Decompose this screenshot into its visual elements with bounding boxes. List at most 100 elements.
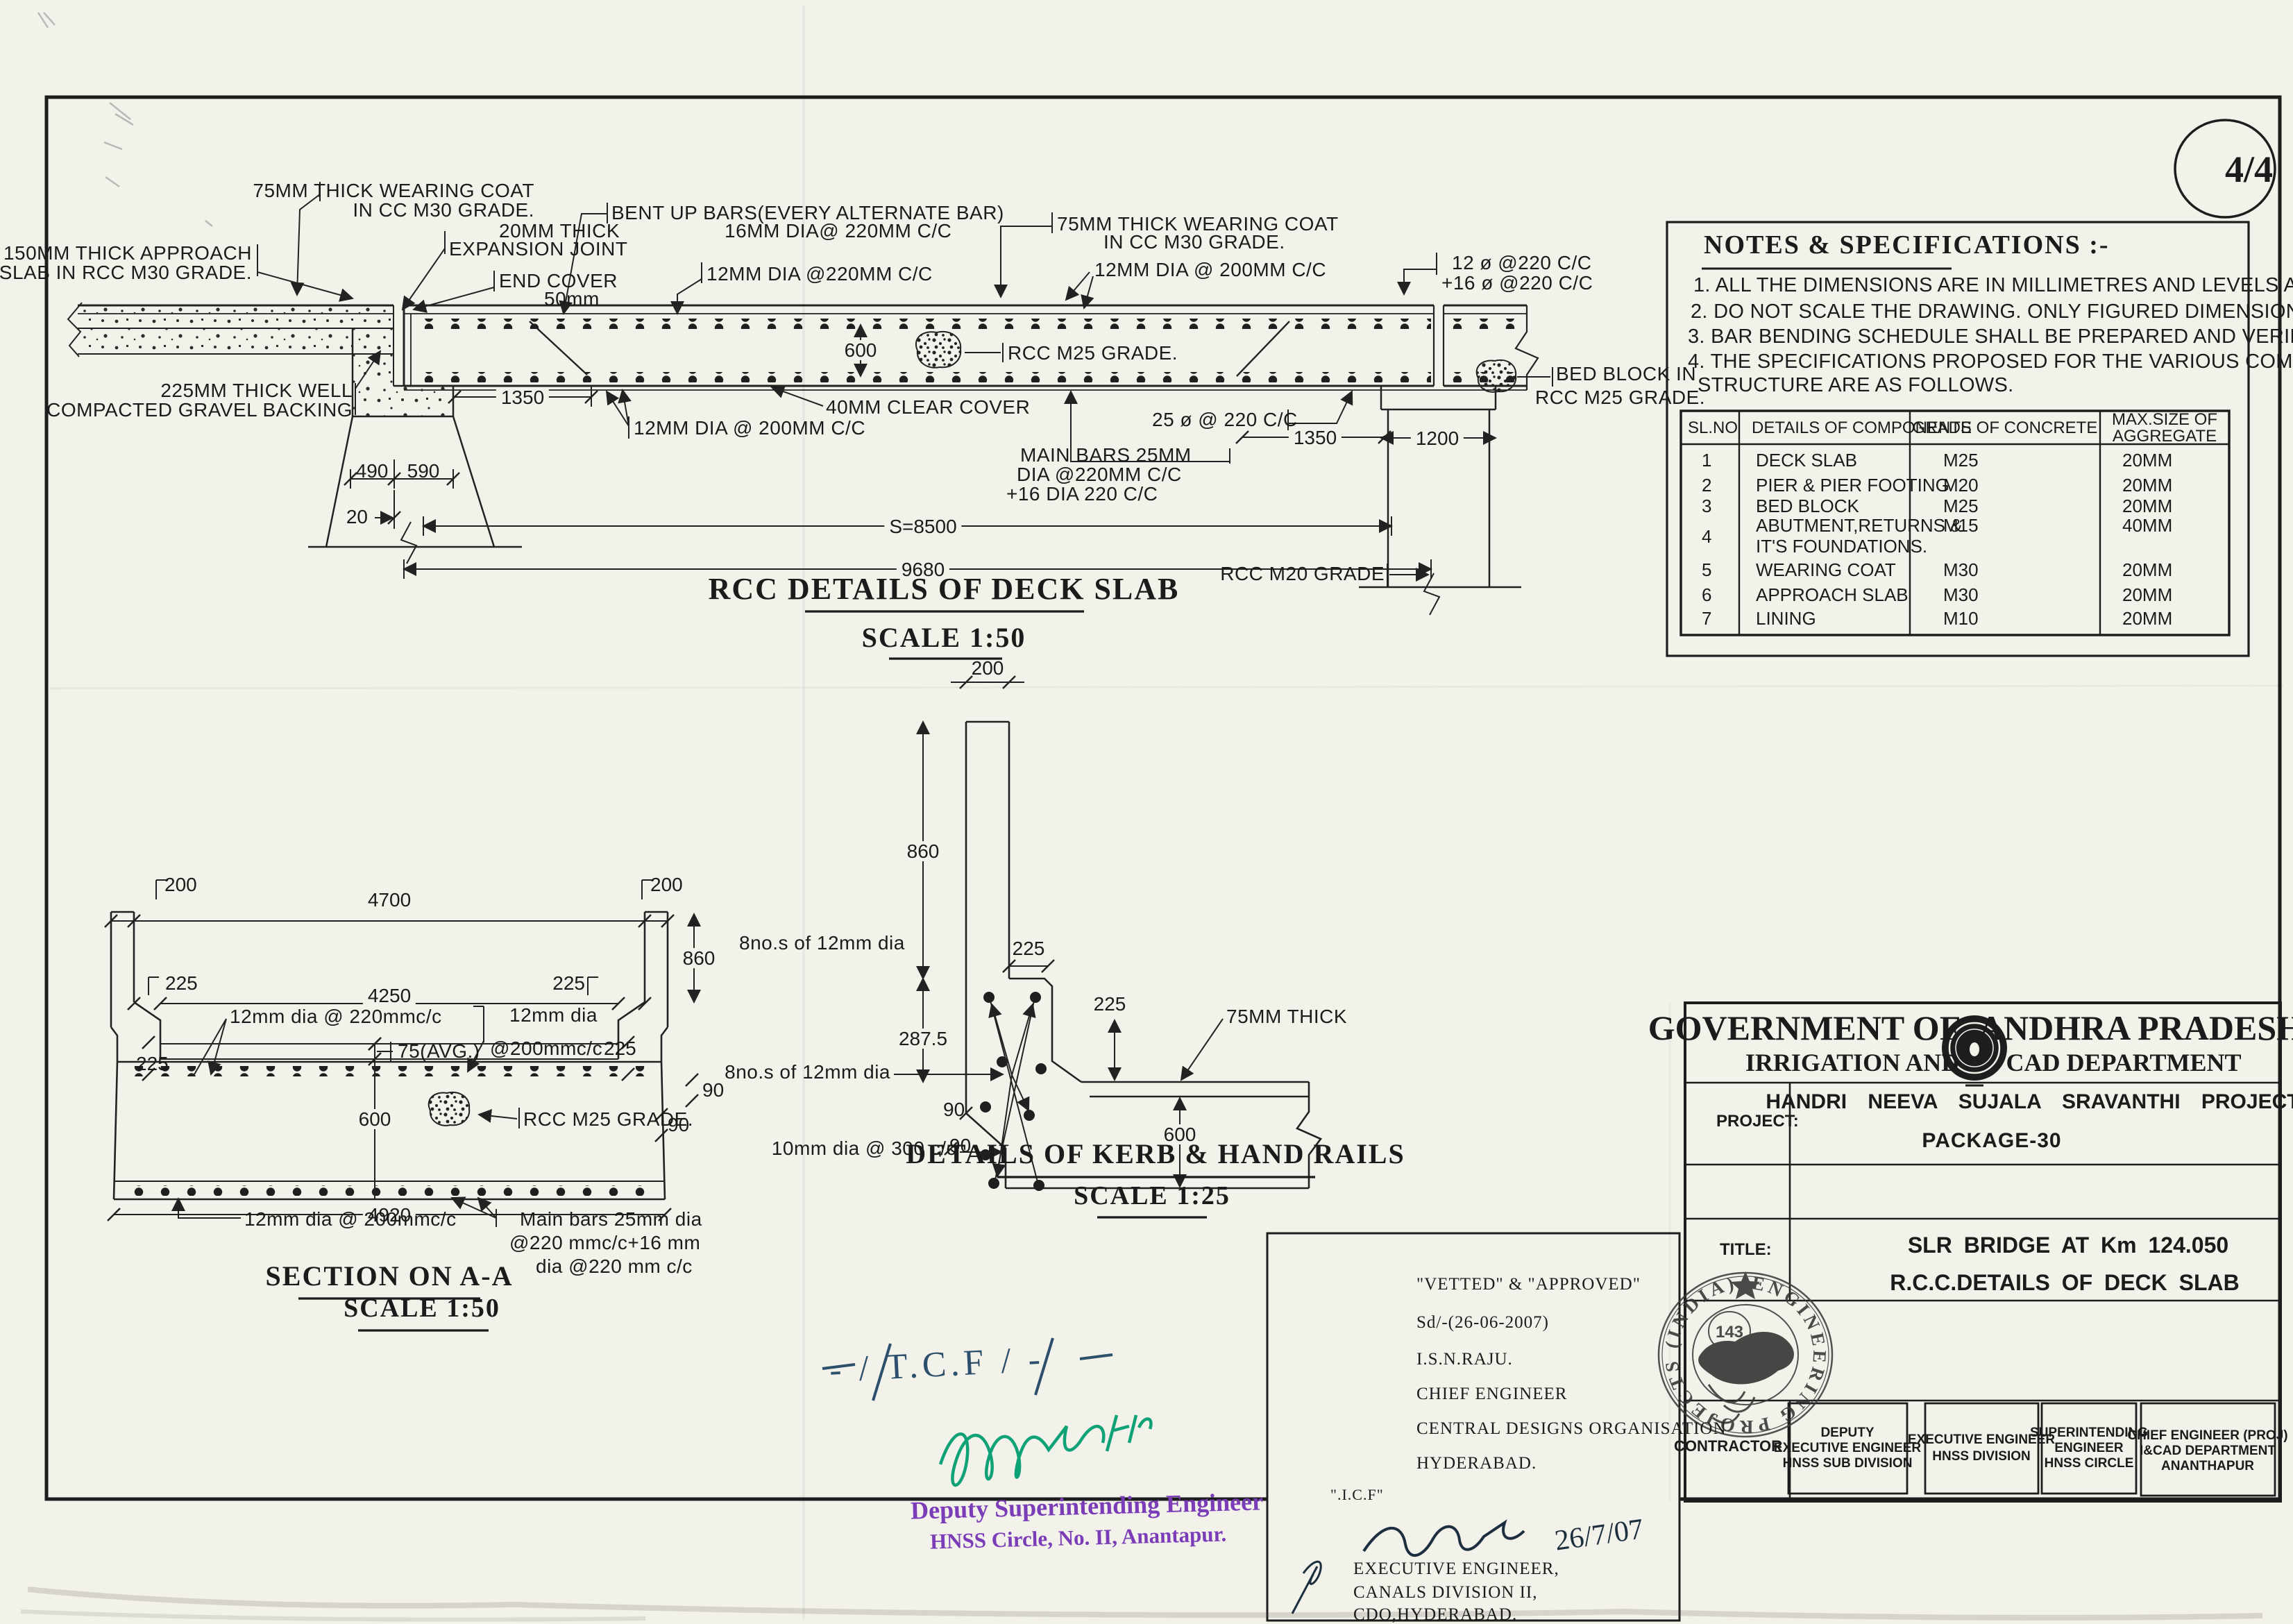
sec-label-75avg: 75(AVG.) <box>398 1040 480 1062</box>
kerb-label-75mm: 75MM THICK <box>1226 1006 1348 1027</box>
tb-sig3-b: ENGINEER <box>2054 1441 2124 1455</box>
note-4b: STRUCTURE ARE AS FOLLOWS. <box>1698 374 2014 396</box>
row6-comp: APPROACH SLAB <box>1756 584 1909 605</box>
ap-emblem-icon <box>1942 1015 2007 1087</box>
tb-sig3-c: HNSS CIRCLE <box>2044 1456 2134 1471</box>
tb-sig4-c: ANANTHAPUR <box>2160 1459 2255 1473</box>
dim-s8500: S=8500 <box>884 516 962 536</box>
th-agg-2: AGGREGATE <box>2112 427 2217 446</box>
row1-agg: 20MM <box>2122 450 2173 471</box>
sheet-number: 4/4 <box>2225 149 2274 190</box>
label-approach-slab-1: 150MM THICK APPROACH <box>3 242 252 264</box>
label-12mm-dia-220: 12MM DIA @220MM C/C <box>706 263 933 285</box>
vetted-line-4: CHIEF ENGINEER <box>1416 1385 1568 1403</box>
dim-1350-right: 1350 <box>1288 428 1342 448</box>
row2-grade: M20 <box>1943 475 1979 496</box>
vetted-exec-3: CDO,HYDERABAD. <box>1353 1605 1518 1624</box>
kerb-label-10mm: 10mm dia @ 300 c/c <box>771 1137 956 1159</box>
sec-label-12mm-200-bot: 12mm dia @ 200mmc/c <box>244 1208 457 1230</box>
row4-comp2: IT'S FOUNDATIONS. <box>1756 536 1928 557</box>
row2-comp: PIER & PIER FOOTING <box>1756 475 1949 496</box>
sec-dim-600: 600 <box>353 1109 396 1129</box>
dim-9680: 9680 <box>896 559 950 580</box>
vetted-line-3: I.S.N.RAJU. <box>1416 1350 1513 1369</box>
label-12mm-dia-200-top: 12MM DIA @ 200MM C/C <box>1094 259 1327 280</box>
sec-label-8nos: 8no.s of 12mm dia <box>739 932 905 954</box>
vetted-line-5: CENTRAL DESIGNS ORGANISATION <box>1416 1419 1727 1438</box>
section-title: SECTION ON A-A <box>265 1260 514 1292</box>
label-16phi-220: +16 ø @220 C/C <box>1441 272 1593 294</box>
sec-dim-4700: 4700 <box>362 890 416 910</box>
th-agg-1: MAX.SIZE OF <box>2111 410 2218 429</box>
sec-dim-225-tr: 225 <box>552 972 585 994</box>
sec-label-rcc-m25: RCC M25 GRADE. <box>523 1108 694 1130</box>
dim-1200: 1200 <box>1410 428 1464 448</box>
label-end-cover-1: END COVER <box>499 270 618 291</box>
tb-title-label: TITLE: <box>1720 1240 1772 1259</box>
row1-no: 1 <box>1702 450 1712 471</box>
sec-label-12mm-200-2: @200mmc/c <box>490 1038 603 1059</box>
label-bed-block-2: RCC M25 GRADE. <box>1535 387 1706 408</box>
label-12phi-220: 12 ø @220 C/C <box>1452 252 1592 273</box>
row6-agg: 20MM <box>2122 584 2173 605</box>
deck-title: RCC DETAILS OF DECK SLAB <box>708 572 1180 606</box>
vetted-line-6: HYDERABAD. <box>1416 1454 1537 1473</box>
label-clear-cover: 40MM CLEAR COVER <box>826 396 1031 418</box>
row3-grade: M25 <box>1943 496 1979 516</box>
label-bent-up-bars-1: BENT UP BARS(EVERY ALTERNATE BAR) <box>611 202 1004 223</box>
row5-agg: 20MM <box>2122 559 2173 580</box>
green-signature <box>938 1414 1153 1487</box>
executive-engineer-signature <box>1362 1519 1525 1557</box>
tb-sig2-b: HNSS DIVISION <box>1932 1449 2031 1464</box>
label-expansion-joint-2: EXPANSION JOINT <box>449 238 628 260</box>
vetted-exec-2: CANALS DIVISION II, <box>1353 1583 1538 1602</box>
row1-grade: M25 <box>1943 450 1979 471</box>
row2-no: 2 <box>1702 475 1712 496</box>
row6-no: 6 <box>1702 584 1712 605</box>
tb-sig1-c: HNSS SUB DIVISION <box>1782 1456 1913 1471</box>
tb-sig1-a: DEPUTY <box>1820 1426 1875 1440</box>
row6-grade: M30 <box>1943 584 1979 605</box>
tb-title-1: SLR BRIDGE AT Km 124.050 <box>1907 1233 2229 1258</box>
kerb-dim-90-a: 90 <box>943 1099 965 1120</box>
row5-grade: M30 <box>1943 559 1979 580</box>
row5-comp: WEARING COAT <box>1756 559 1896 580</box>
tb-government-of: GOVERNMENT OF <box>1648 1008 1961 1047</box>
dim-1350-left: 1350 <box>496 387 550 407</box>
label-12mm-dia-200-bottom: 12MM DIA @ 200MM C/C <box>634 417 866 439</box>
label-expansion-joint-1: 20MM THICK <box>499 220 620 242</box>
row7-agg: 20MM <box>2122 608 2173 629</box>
tb-project-label: PROJECT: <box>1716 1112 1799 1131</box>
tb-irrigation-and: IRRIGATION AND <box>1745 1049 1960 1076</box>
label-main-bars-2: DIA @220MM C/C <box>1017 464 1182 485</box>
vetted-line-2: Sd/-(26-06-2007) <box>1416 1313 1549 1332</box>
dim-600: 600 <box>839 340 882 360</box>
label-25phi-220: 25 ø @ 220 C/C <box>1152 409 1298 430</box>
label-wearing-coat-left-2: IN CC M30 GRADE. <box>353 199 534 221</box>
kerb-dim-600: 600 <box>1158 1124 1201 1144</box>
kerb-title: DETAILS OF KERB & HAND RAILS <box>906 1138 1405 1169</box>
th-slno: SL.NO <box>1688 418 1738 437</box>
vetted-icf: ".I.C.F" <box>1330 1486 1384 1503</box>
note-2: 2. DO NOT SCALE THE DRAWING. ONLY FIGURE… <box>1691 301 2293 323</box>
kerb-dim-860: 860 <box>902 841 945 861</box>
kerb-label-8nos: 8no.s of 12mm dia <box>725 1061 890 1083</box>
row3-comp: BED BLOCK <box>1756 496 1859 516</box>
sec-label-main-2: @220 mmc/c+16 mm <box>509 1232 701 1253</box>
row3-no: 3 <box>1702 496 1712 516</box>
tb-sig1-b: EXECUTIVE ENGINEER <box>1773 1441 1922 1455</box>
tb-andhra-pradesh: ANDHRA PRADESH <box>1978 1008 2293 1047</box>
kerb-dim-200: 200 <box>971 657 1004 679</box>
label-rcc-m20: RCC M20 GRADE <box>1220 563 1385 584</box>
label-approach-slab-2: SLAB IN RCC M30 GRADE. <box>0 262 252 283</box>
sec-dim-90-b: 90 <box>668 1114 690 1135</box>
note-1: 1. ALL THE DIMENSIONS ARE IN MILLIMETRES… <box>1693 274 2293 296</box>
sec-dim-225-tl: 225 <box>165 972 198 994</box>
row1-comp: DECK SLAB <box>1756 450 1857 471</box>
sec-dim-860: 860 <box>677 948 720 968</box>
th-details: DETAILS OF COMPONENTS <box>1752 418 1972 437</box>
kerb-dim-90-b: 90 <box>949 1135 972 1156</box>
label-end-cover-2: 50mm <box>544 288 600 310</box>
kerb-scale: SCALE 1:25 <box>1074 1181 1230 1210</box>
